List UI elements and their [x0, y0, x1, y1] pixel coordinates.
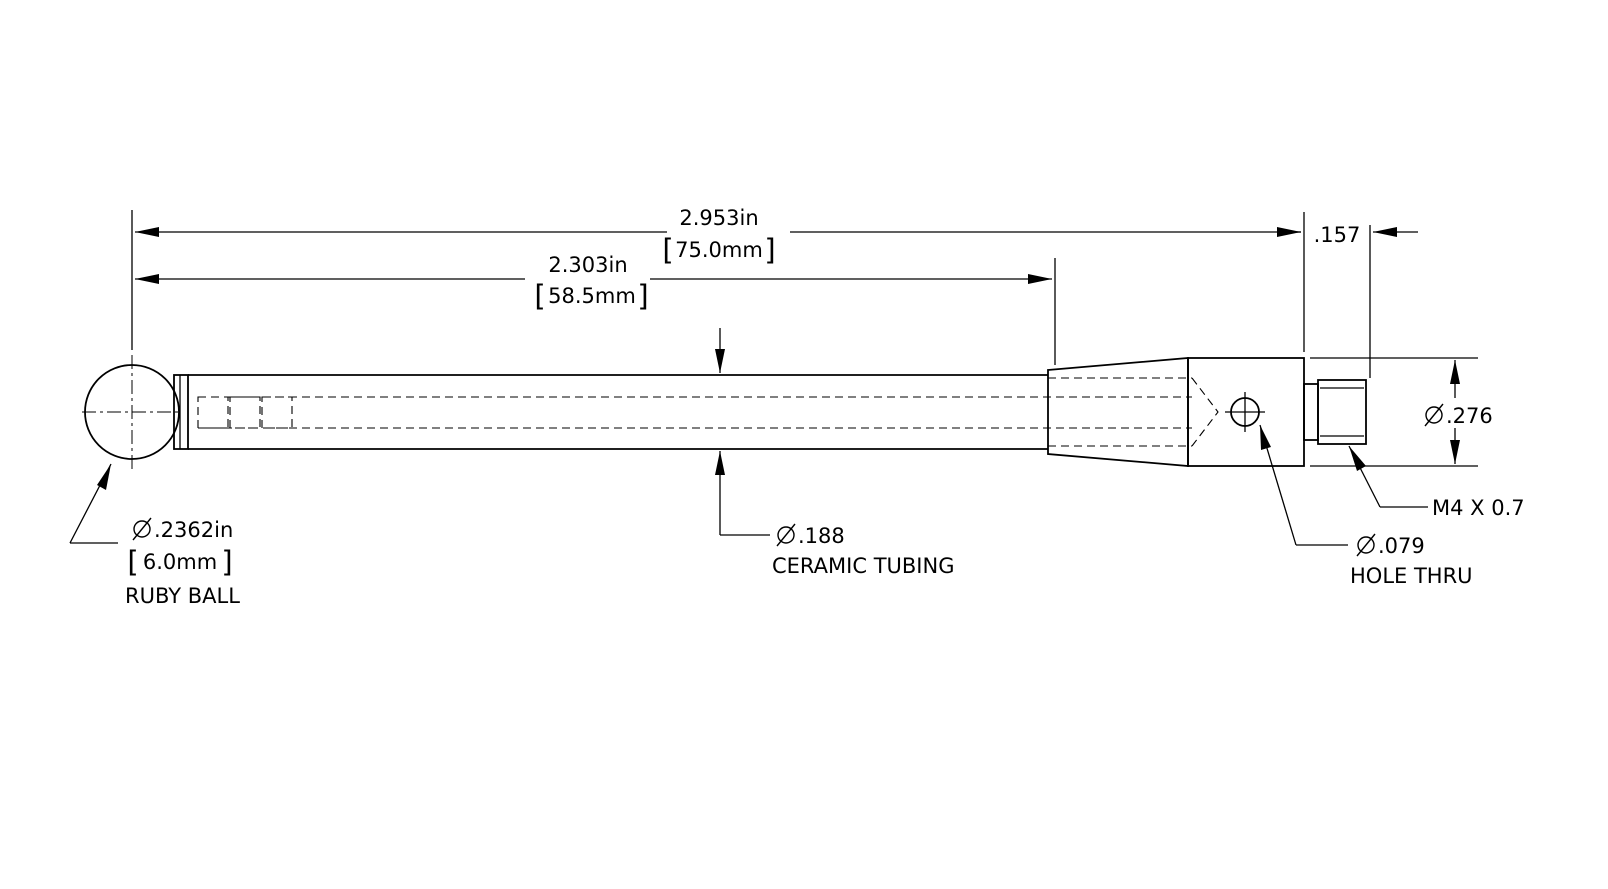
- ball-diameter-in-label: .2362in: [154, 518, 233, 542]
- tube-length-dimension: 2.303in [ 58.5mm ]: [135, 253, 1056, 365]
- thread-relief: [1303, 383, 1319, 441]
- stylus-part: [82, 355, 1367, 470]
- ball-collar: [173, 374, 189, 450]
- tapered-adapter: [1047, 357, 1189, 467]
- overall-length-mm-label: 75.0mm: [675, 238, 763, 262]
- ball-material-label: RUBY BALL: [125, 584, 240, 608]
- tube-length-in-label: 2.303in: [548, 253, 627, 277]
- body-diameter-label: .276: [1446, 404, 1493, 428]
- overall-length-dimension: 2.953in [ 75.0mm ]: [131, 206, 1305, 352]
- ball-diameter-callout: .2362in [ 6.0mm ] RUBY BALL: [69, 463, 240, 608]
- svg-text:[: [: [127, 545, 138, 579]
- tube-diameter-callout: .188 CERAMIC TUBING: [715, 328, 954, 578]
- svg-text:[: [: [662, 233, 673, 267]
- hole-diameter-label: .079: [1378, 534, 1425, 558]
- hole-note-label: HOLE THRU: [1350, 564, 1473, 588]
- hole-callout: .079 HOLE THRU: [1259, 424, 1473, 588]
- thread-spec-label: M4 X 0.7: [1432, 496, 1525, 520]
- drill-point-hidden: [1191, 377, 1219, 447]
- svg-text:[: [: [534, 279, 545, 313]
- svg-text:]: ]: [764, 233, 775, 267]
- svg-text:]: ]: [221, 545, 232, 579]
- threaded-stud: [1317, 379, 1367, 445]
- hidden-pin-segments: [197, 396, 293, 429]
- body-diameter-dimension: .276: [1310, 357, 1493, 467]
- tube-material-label: CERAMIC TUBING: [772, 554, 954, 578]
- thread-length-label: .157: [1314, 223, 1361, 247]
- tube-length-mm-label: 58.5mm: [548, 284, 636, 308]
- svg-text:]: ]: [637, 279, 648, 313]
- overall-length-in-label: 2.953in: [679, 206, 758, 230]
- ball-diameter-mm-label: 6.0mm: [143, 550, 217, 574]
- tube-diameter-label: .188: [798, 524, 845, 548]
- thread-length-dimension: .157: [1282, 223, 1418, 378]
- thread-callout: M4 X 0.7: [1348, 445, 1525, 520]
